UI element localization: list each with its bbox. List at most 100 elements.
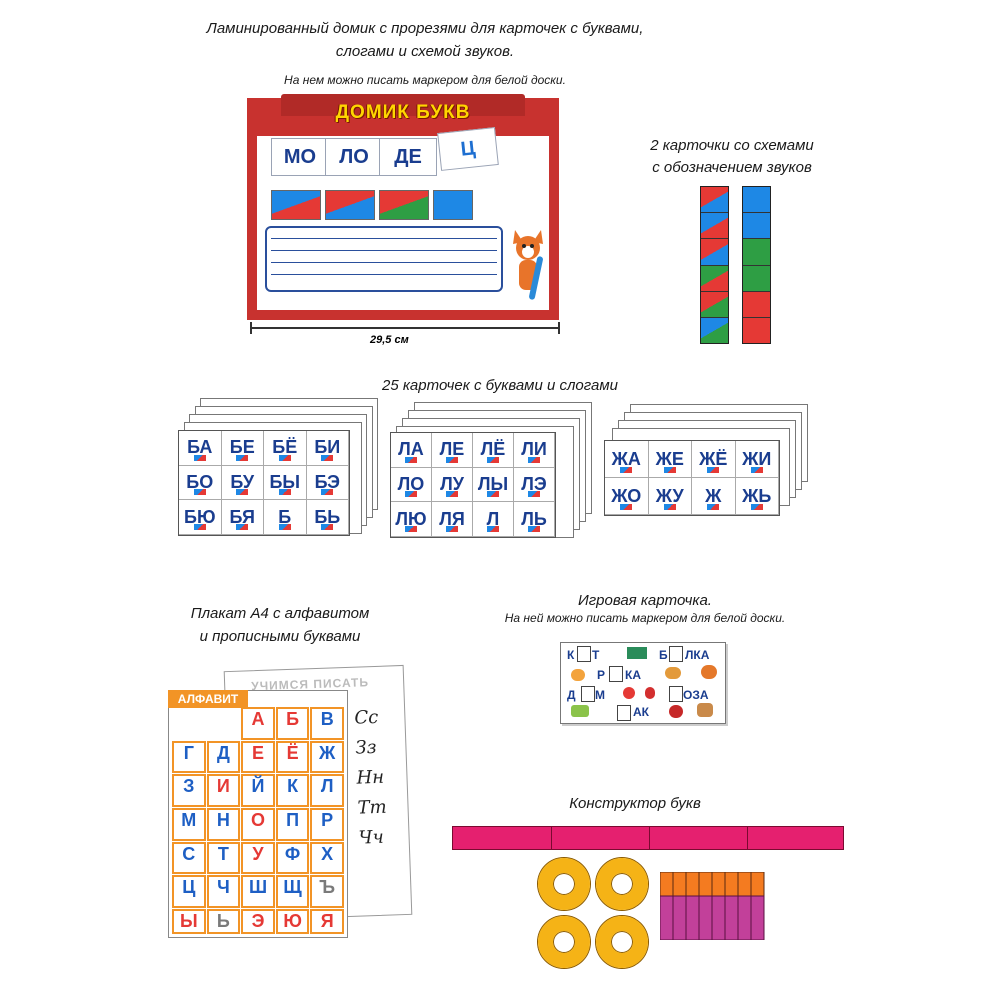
syllable-slot-3: ДЕ xyxy=(379,138,437,176)
poster-title: АЛФАВИТ xyxy=(168,690,248,708)
syllable-cell: БЮ xyxy=(179,500,222,535)
scheme-card-2 xyxy=(742,186,771,344)
game-letter: АК xyxy=(633,705,649,719)
alphabet-letter: З xyxy=(172,774,206,807)
sound-scheme-1 xyxy=(271,190,321,220)
alphabet-letter: Г xyxy=(172,740,206,774)
bun-picture-icon xyxy=(665,667,681,679)
syllable-slot-1: МО xyxy=(271,138,329,176)
syllable-cell: Л xyxy=(473,502,514,537)
syllable-cell: БЁ xyxy=(264,431,307,466)
sound-scheme-3 xyxy=(379,190,429,220)
syllable-cell: ЛЕ xyxy=(432,433,473,468)
syllable-cell: БЕ xyxy=(221,431,264,466)
house-title: ДОМИК БУКВ xyxy=(335,102,471,123)
alphabet-letter: Н xyxy=(206,808,241,841)
cursive-letters: Нн xyxy=(356,766,385,789)
cursive-letters: Тт xyxy=(357,796,387,819)
alphabet-letter: Я xyxy=(310,909,344,934)
syllable-cell: ЛА xyxy=(391,433,432,468)
alphabet-letter: Щ xyxy=(275,875,310,908)
alphabet-letter: Ч xyxy=(206,875,241,908)
schemes-caption-line1: 2 карточки со схемами xyxy=(650,137,814,154)
alphabet-letter: С xyxy=(172,841,206,875)
alphabet-letter: О xyxy=(241,808,275,841)
game-letter: Б xyxy=(659,648,668,662)
syllable-cell: ЛУ xyxy=(432,467,473,503)
alphabet-letter: Е xyxy=(241,740,275,774)
alphabet-letter: Ц xyxy=(172,875,206,908)
basket-picture-icon xyxy=(571,705,589,717)
syllable-card-zh: ЖА ЖЕ ЖЁ ЖИ ЖО ЖУ Ж ЖЬ xyxy=(604,440,780,516)
syllable-card-b: БА БЕ БЁ БИ БО БУ БЫ БЭ БЮ БЯ Б БЬ xyxy=(178,430,350,536)
syllable-cell: ЖЬ xyxy=(735,478,779,515)
syllable-cell: ЖО xyxy=(605,478,649,515)
sound-scheme-4 xyxy=(433,190,473,220)
syllable-cell: Б xyxy=(264,500,307,535)
alphabet-letter: Ы xyxy=(172,909,206,934)
game-blank-box xyxy=(577,646,591,662)
alphabet-poster: А Б В Г Д Е Ё Ж З И Й К Л М Н О П Р С Т … xyxy=(168,690,348,938)
letter-stick-pieces xyxy=(660,872,765,940)
syllable-cell: БО xyxy=(179,465,222,501)
syllable-cell: БЯ xyxy=(221,500,264,535)
syllable-cell: ЛЯ xyxy=(432,502,473,537)
schemes-caption-line2: с обозначением звуков xyxy=(652,159,812,176)
house-caption-line3: На нем можно писать маркером для белой д… xyxy=(284,73,566,87)
alphabet-letter: Ф xyxy=(275,841,310,875)
alphabet-letter: Х xyxy=(310,841,344,875)
yellow-ring-piece xyxy=(538,858,590,910)
alphabet-letter: Ь xyxy=(206,909,241,934)
alphabet-letter: Ё xyxy=(275,740,310,774)
game-caption-line2: На ней можно писать маркером для белой д… xyxy=(504,611,786,625)
alphabet-letter: К xyxy=(275,774,310,807)
writing-lines xyxy=(265,226,503,292)
syllable-cell: БЬ xyxy=(306,500,349,535)
syllable-cell: БЭ xyxy=(306,465,349,501)
flower-picture-icon xyxy=(645,687,655,699)
syllable-cell: ЛЁ xyxy=(473,433,514,468)
alphabet-letter: В xyxy=(310,707,344,740)
game-card: К Т Р КА Б ЛКА Д М АК ОЗА xyxy=(560,642,726,724)
alphabet-letter: Р xyxy=(310,808,344,841)
game-letter: М xyxy=(595,688,605,702)
size-ruler xyxy=(250,322,560,334)
cursive-letters: Зз xyxy=(355,736,377,759)
house-caption-line2: слогами и схемой звуков. xyxy=(335,43,515,60)
syllable-cell: ЖЕ xyxy=(648,441,692,478)
cursive-letters: Сс xyxy=(354,706,379,729)
syllable-cell: ЛЫ xyxy=(473,467,514,503)
cat-picture-icon xyxy=(571,669,585,681)
game-letter: Т xyxy=(592,648,600,662)
sound-scheme-2 xyxy=(325,190,375,220)
alphabet-letter: П xyxy=(275,808,310,841)
alphabet-letter: Л xyxy=(310,774,344,807)
letter-house-board: ДОМИК БУКВ МО ЛО ДЕ Ц xyxy=(247,94,559,320)
syllable-cell: ЛО xyxy=(391,467,432,503)
syllable-slot-2: ЛО xyxy=(325,138,383,176)
syllable-cell: ЛИ xyxy=(514,433,555,468)
game-caption-line1: Игровая карточка. xyxy=(578,592,712,609)
alphabet-letter: Т xyxy=(206,841,241,875)
house-roof-top xyxy=(281,94,525,116)
cursive-letters: Чч xyxy=(358,826,385,849)
fox-mascot-icon xyxy=(513,230,543,300)
alphabet-letter: Ш xyxy=(241,875,275,908)
game-blank-box xyxy=(609,666,623,682)
game-letter: Р xyxy=(597,668,606,682)
syllable-card-l: ЛА ЛЕ ЛЁ ЛИ ЛО ЛУ ЛЫ ЛЭ ЛЮ ЛЯ Л ЛЬ xyxy=(390,432,556,538)
game-letter: КА xyxy=(625,668,641,682)
poster-caption-line2: и прописными буквами xyxy=(199,628,361,645)
goat-picture-icon xyxy=(697,703,713,717)
game-letter: Д xyxy=(567,688,576,702)
strawberry-picture-icon xyxy=(669,705,683,718)
syllable-cell: ЛЭ xyxy=(514,467,555,503)
scheme-card-1 xyxy=(700,186,729,344)
alphabet-letter: Ъ xyxy=(310,875,344,908)
alphabet-letter: А xyxy=(241,707,275,740)
alphabet-letter: Ж xyxy=(310,740,344,774)
alphabet-letter: Э xyxy=(241,909,275,934)
poster-caption-line1: Плакат А4 с алфавитом xyxy=(190,605,370,622)
game-letter: К xyxy=(567,648,575,662)
game-blank-box xyxy=(617,705,631,721)
